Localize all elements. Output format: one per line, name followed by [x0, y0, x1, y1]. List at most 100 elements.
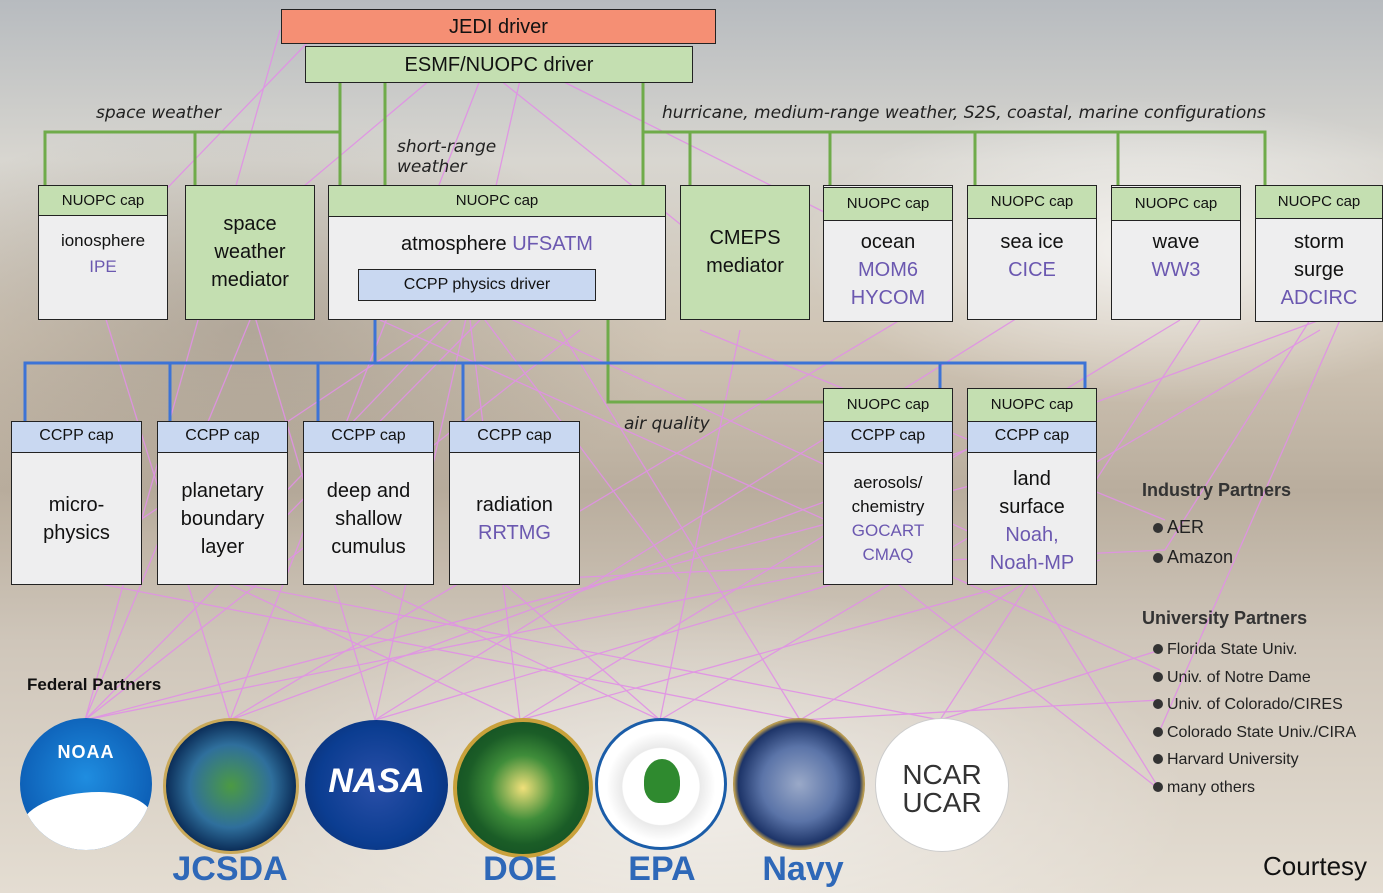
sea-ice-name: sea ice — [1000, 231, 1064, 253]
epa-logo — [595, 718, 727, 850]
ccpp-physics-driver: CCPP physics driver — [358, 269, 596, 301]
cumulus-label: deep and shallow cumulus — [304, 477, 433, 561]
university-item: Univ. of Colorado/CIRES — [1153, 691, 1383, 719]
courtesy-text: Courtesy — [1263, 851, 1368, 881]
atmosphere-model: UFSATM — [512, 233, 593, 255]
space-mediator-l2: weather — [214, 241, 286, 263]
navy-logo — [733, 718, 865, 850]
university-item-label: Univ. of Notre Dame — [1167, 668, 1311, 686]
bullet-icon — [1153, 699, 1163, 709]
ccpp-cap-radiation: CCPP cap — [449, 421, 580, 453]
ocean-label: ocean MOM6 HYCOM — [824, 228, 952, 312]
esmf-driver-label: ESMF/NUOPC driver — [404, 54, 594, 76]
university-item: Harvard University — [1153, 746, 1383, 774]
bullet-icon — [1153, 781, 1163, 792]
nuopc-cap-ionosphere: NUOPC cap — [38, 185, 168, 216]
university-item: Univ. of Notre Dame — [1153, 664, 1383, 692]
short-range-label-2: weather — [397, 157, 467, 177]
cmeps-l1: CMEPS — [709, 227, 781, 249]
micro-l2: physics — [43, 522, 110, 544]
industry-item: Amazon — [1153, 542, 1233, 572]
jcsda-name: JCSDA — [172, 850, 288, 888]
ncar-logo-text: NCAR — [902, 759, 982, 790]
ionosphere-model: IPE — [89, 257, 117, 276]
pbl-l1: planetary — [181, 480, 264, 502]
atmosphere-label: atmosphere UFSATM — [329, 230, 665, 258]
micro-l1: micro- — [48, 494, 105, 516]
bullet-icon — [1153, 671, 1163, 682]
space-weather-mediator-box: space weather mediator — [185, 185, 315, 320]
noaa-bird-shape — [20, 791, 152, 850]
industry-partners-title: Industry Partners — [1142, 480, 1292, 500]
radiation-label: radiation RRTMG — [450, 491, 579, 547]
nasa-logo-text: NASA — [328, 762, 425, 800]
aerosols-model-2: CMAQ — [862, 545, 914, 564]
ccpp-cap-microphysics: CCPP cap — [11, 421, 142, 453]
university-partners-title: University Partners — [1142, 608, 1308, 628]
ionosphere-label: ionosphere IPE — [39, 228, 167, 280]
radiation-name: radiation — [476, 494, 553, 516]
land-model-1: Noah, — [1005, 524, 1059, 546]
aerosols-label: aerosols/ chemistry GOCART CMAQ — [824, 471, 952, 567]
radiation-box: radiation RRTMG — [449, 450, 580, 585]
cmeps-label: CMEPS mediator — [681, 224, 809, 280]
storm-l1: storm — [1294, 231, 1344, 253]
university-item-label: Harvard University — [1167, 751, 1299, 768]
federal-partners-title: Federal Partners — [27, 675, 162, 694]
epa-flower-icon — [644, 759, 680, 803]
wave-model: WW3 — [1151, 259, 1201, 281]
space-weather-mediator-label: space weather mediator — [186, 210, 314, 294]
aerosols-l2: chemistry — [851, 497, 925, 516]
land-surface-box: land surface Noah, Noah-MP — [967, 450, 1097, 585]
pbl-l3: layer — [200, 536, 245, 558]
wave-label: wave WW3 — [1112, 228, 1240, 284]
radiation-model: RRTMG — [478, 522, 551, 544]
storm-model: ADCIRC — [1280, 287, 1358, 309]
noaa-logo-text: NOAA — [57, 742, 115, 762]
ocean-name: ocean — [860, 231, 916, 253]
nasa-logo: NASA — [305, 720, 448, 850]
pbl-label: planetary boundary layer — [158, 477, 287, 561]
doe-logo — [453, 718, 593, 858]
nuopc-cap-atmosphere: NUOPC cap — [328, 185, 666, 217]
configurations-label: hurricane, medium-range weather, S2S, co… — [662, 103, 1266, 123]
atmosphere-name: atmosphere — [401, 233, 507, 255]
pbl-l2: boundary — [180, 508, 265, 530]
nuopc-cap-ocean: NUOPC cap — [823, 187, 953, 221]
university-item: Florida State Univ. — [1153, 636, 1383, 664]
industry-item-label: AER — [1167, 517, 1205, 537]
jedi-driver-box: JEDI driver — [281, 9, 716, 44]
university-item-label: Florida State Univ. — [1167, 641, 1298, 658]
space-weather-label: space weather — [96, 103, 221, 123]
storm-l2: surge — [1293, 259, 1345, 281]
microphysics-box: micro- physics — [11, 450, 142, 585]
university-partners-list: Florida State Univ. Univ. of Notre Dame … — [1153, 636, 1383, 801]
nuopc-cap-wave: NUOPC cap — [1111, 187, 1241, 221]
bullet-icon — [1153, 726, 1163, 737]
university-item-label: Colorado State Univ./CIRA — [1167, 723, 1357, 741]
ucar-logo-text: UCAR — [902, 787, 982, 818]
sea-ice-label: sea ice CICE — [968, 228, 1096, 284]
university-item-label: many others — [1167, 778, 1256, 796]
epa-name: EPA — [628, 850, 696, 888]
cmeps-l2: mediator — [706, 255, 784, 277]
nuopc-cap-land: NUOPC cap — [967, 388, 1097, 422]
land-l2: surface — [999, 496, 1065, 518]
bullet-icon — [1153, 644, 1163, 654]
ocean-model-2: HYCOM — [850, 287, 926, 309]
land-l1: land — [1013, 468, 1051, 490]
nuopc-cap-storm-surge: NUOPC cap — [1255, 185, 1383, 219]
industry-item-label: Amazon — [1167, 547, 1234, 567]
sea-ice-model: CICE — [1008, 259, 1056, 281]
ccpp-cap-aerosols: CCPP cap — [823, 421, 953, 453]
ccpp-cap-cumulus: CCPP cap — [303, 421, 434, 453]
storm-surge-label: storm surge ADCIRC — [1256, 228, 1382, 312]
university-item-label: Univ. of Colorado/CIRES — [1167, 696, 1343, 713]
bullet-icon — [1153, 553, 1163, 563]
bullet-icon — [1153, 523, 1163, 533]
ncar-ucar-logo: NCAR UCAR — [875, 718, 1009, 852]
university-item: Colorado State Univ./CIRA — [1153, 719, 1383, 747]
cumulus-l3: cumulus — [331, 536, 406, 558]
bullet-icon — [1153, 754, 1163, 764]
cumulus-l1: deep and — [326, 480, 411, 502]
